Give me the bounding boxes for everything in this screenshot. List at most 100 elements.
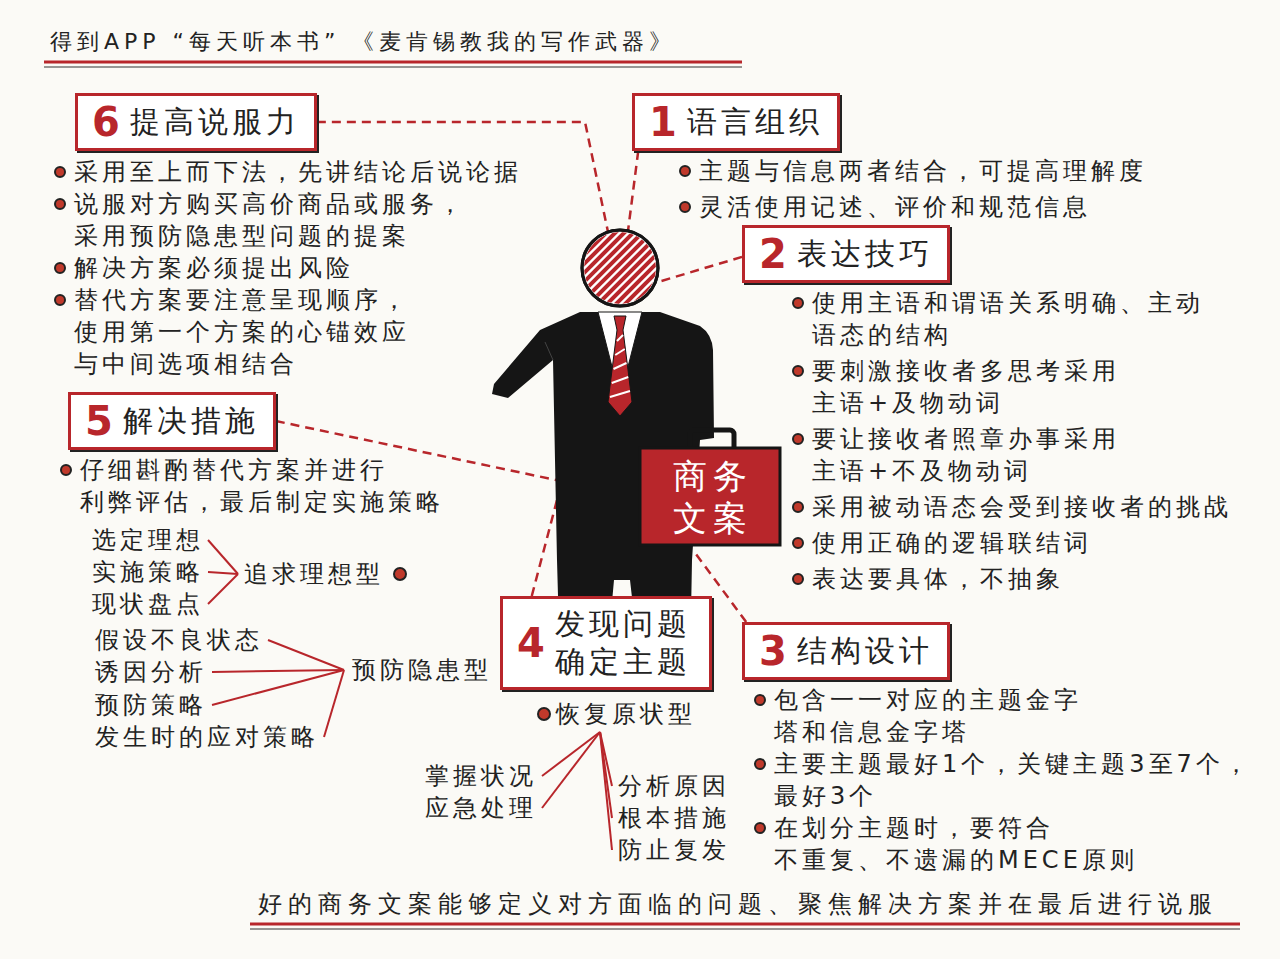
- label-holder: 诱因分析: [95, 658, 207, 686]
- briefcase: [640, 448, 780, 545]
- head-stripe: [572, 222, 662, 312]
- arm-crease: [545, 342, 553, 360]
- head-stripe: [608, 222, 698, 312]
- caption-holder: 好的商务文案能够定义对方面临的问题、聚焦解决方案并在最后进行说服: [258, 889, 1218, 919]
- branch-label: 预防策略: [95, 691, 207, 719]
- bullet-item: 使用正确的逻辑联结词: [790, 527, 1260, 559]
- bullet-text: 解决方案必须提出风险: [74, 252, 552, 284]
- label-holder: 追求理想型: [244, 560, 384, 588]
- bullet-dot: [394, 568, 406, 580]
- caption-underline: [250, 923, 1240, 926]
- bullet-dot: [792, 433, 804, 445]
- branch-label: 现状盘点: [92, 590, 204, 618]
- bullet-dot: [792, 573, 804, 585]
- branch-label: 选定理想: [92, 526, 204, 554]
- label-holder: 现状盘点: [92, 590, 204, 618]
- dashed-connector: [658, 257, 742, 282]
- label-holder: 预防策略: [95, 691, 207, 719]
- head-outline: [582, 230, 658, 306]
- bullet-text: 说服对方购买高价商品或服务， 采用预防隐患型问题的提案: [74, 188, 552, 252]
- label-holder: 假设不良状态: [95, 626, 263, 654]
- bullet-dot: [792, 297, 804, 309]
- bullet-text: 包含一一对应的主题金字 塔和信息金字塔: [774, 684, 1252, 748]
- callout-number: 4: [517, 623, 545, 663]
- label-holder: 应急处理: [425, 794, 537, 822]
- label-holder: 实施策略: [92, 558, 204, 586]
- heading-box: 2表达技巧: [742, 225, 950, 283]
- bullet-item: 灵活使用记述、评价和规范信息: [677, 191, 1237, 223]
- bullet-dot: [754, 822, 766, 834]
- branch-line: [208, 572, 238, 574]
- bullet-dot: [792, 501, 804, 513]
- branch-label: 诱因分析: [95, 658, 207, 686]
- heading-box: 1语言组织: [632, 93, 840, 151]
- topic-group: 4发现问题确定主题: [500, 596, 712, 690]
- bullet-item: 包含一一对应的主题金字 塔和信息金字塔: [752, 684, 1252, 748]
- heading-text: 语言组织: [687, 103, 823, 141]
- head-stripes: [500, 222, 770, 312]
- callout-number: 6: [92, 102, 120, 142]
- bullet-item: 解决方案必须提出风险: [52, 252, 552, 284]
- bullet-text: 使用正确的逻辑联结词: [812, 527, 1260, 559]
- head-stripe: [680, 222, 770, 312]
- head-stripe: [590, 222, 680, 312]
- branch-line: [208, 574, 238, 604]
- head-stripe: [500, 222, 590, 312]
- bullet-dot: [754, 694, 766, 706]
- title-holder: 得到APP “每天听本书” 《麦肯锡教我的写作武器》: [50, 28, 676, 56]
- bullet-text: 使用主语和谓语关系明确、主动 语态的结构: [812, 287, 1260, 351]
- bullet-item: 采用至上而下法，先讲结论后说论据: [52, 156, 552, 188]
- briefcase-label-area: 商务 文案: [640, 448, 780, 545]
- bullet-dot: [54, 262, 66, 274]
- bullet-text: 替代方案要注意呈现顺序， 使用第一个方案的心锚效应 与中间选项相结合: [74, 284, 552, 380]
- bullet-text: 仔细斟酌替代方案并进行 利弊评估，最后制定实施策略: [80, 454, 478, 518]
- bullet-item: 替代方案要注意呈现顺序， 使用第一个方案的心锚效应 与中间选项相结合: [52, 284, 552, 380]
- branch-line: [324, 670, 344, 737]
- bullet-text: 在划分主题时，要符合 不重复、不遗漏的MECE原则: [774, 812, 1252, 876]
- heading-text: 解决措施: [123, 402, 259, 440]
- bullet-text: 主要主题最好1个，关键主题3至7个， 最好3个: [774, 748, 1252, 812]
- tie-stripe: [612, 377, 629, 383]
- bullet-list: 采用至上而下法，先讲结论后说论据说服对方购买高价商品或服务， 采用预防隐患型问题…: [52, 156, 552, 380]
- tie-stripe: [614, 363, 627, 369]
- heading-text: 结构设计: [797, 632, 933, 670]
- branch-label: 发生时的应对策略: [95, 723, 319, 751]
- caption-underline-thin: [250, 929, 1240, 930]
- label-holder: 根本措施: [618, 804, 730, 832]
- bullet-item: 采用被动语态会受到接收者的挑战: [790, 491, 1260, 523]
- bullet-list: 包含一一对应的主题金字 塔和信息金字塔主要主题最好1个，关键主题3至7个， 最好…: [752, 684, 1252, 876]
- topic-group: 1语言组织主题与信息两者结合，可提高理解度灵活使用记述、评价和规范信息: [632, 93, 840, 151]
- branch-line: [208, 540, 238, 574]
- heading-text: 发现问题确定主题: [555, 605, 695, 681]
- bullet-text: 采用被动语态会受到接收者的挑战: [812, 491, 1260, 523]
- bullet-dot: [54, 198, 66, 210]
- head-stripe: [662, 222, 752, 312]
- branch-label: 预防隐患型: [352, 656, 492, 684]
- label-holder: 恢复原状型: [556, 700, 696, 728]
- tie-stripe: [617, 335, 623, 341]
- bullet-item: 主题与信息两者结合，可提高理解度: [677, 155, 1237, 187]
- branch-line: [212, 670, 344, 705]
- branch-label: 追求理想型: [244, 560, 384, 588]
- branch-line: [600, 732, 612, 850]
- heading-box: 3结构设计: [742, 622, 950, 680]
- tie: [608, 316, 632, 416]
- title-underline-thin: [44, 67, 742, 68]
- branch-label: 应急处理: [425, 794, 537, 822]
- callout-number: 5: [85, 401, 113, 441]
- branch-line: [212, 670, 344, 672]
- head-stripe: [617, 222, 707, 312]
- bullet-item: 表达要具体，不抽象: [790, 563, 1260, 595]
- bullet-text: 要刺激接收者多思考采用 主语+及物动词: [812, 355, 1260, 419]
- tie-stripe: [610, 391, 630, 397]
- bullet-text: 主题与信息两者结合，可提高理解度: [699, 155, 1237, 187]
- label-holder: 分析原因: [618, 772, 730, 800]
- bullet-text: 采用至上而下法，先讲结论后说论据: [74, 156, 552, 188]
- branch-label: 根本措施: [618, 804, 730, 832]
- bullet-item: 使用主语和谓语关系明确、主动 语态的结构: [790, 287, 1260, 351]
- branch-label: 掌握状况: [425, 762, 537, 790]
- bullet-dot: [792, 365, 804, 377]
- branch-lines: [208, 540, 612, 850]
- label-holder: 掌握状况: [425, 762, 537, 790]
